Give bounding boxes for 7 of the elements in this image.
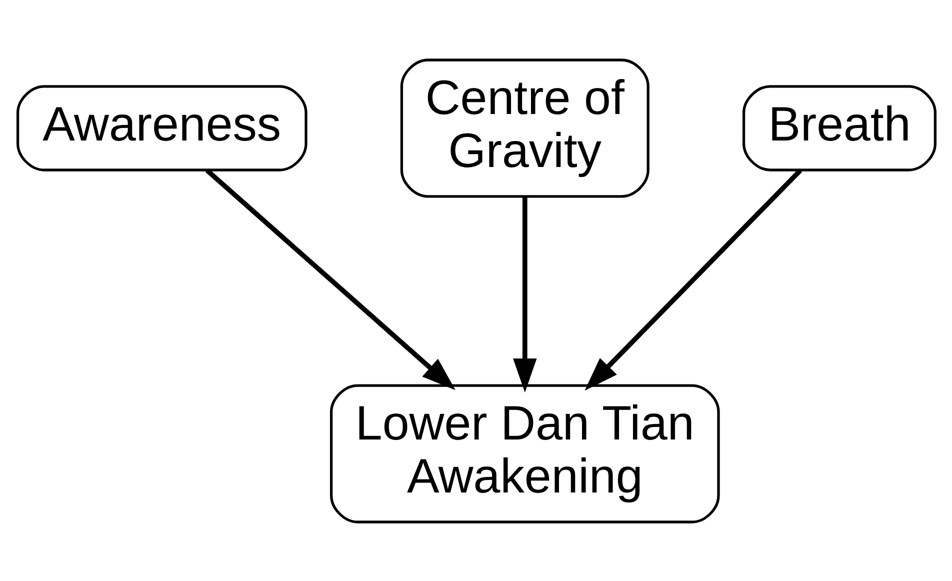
node-box: Breath (742, 84, 936, 171)
node-box: Lower Dan Tian Awakening (329, 384, 720, 523)
arrow (512, 196, 536, 392)
node-box: Centre of Gravity (400, 58, 649, 198)
node-box: Awareness (16, 84, 307, 171)
arrow (205, 168, 455, 390)
arrow (584, 168, 802, 390)
